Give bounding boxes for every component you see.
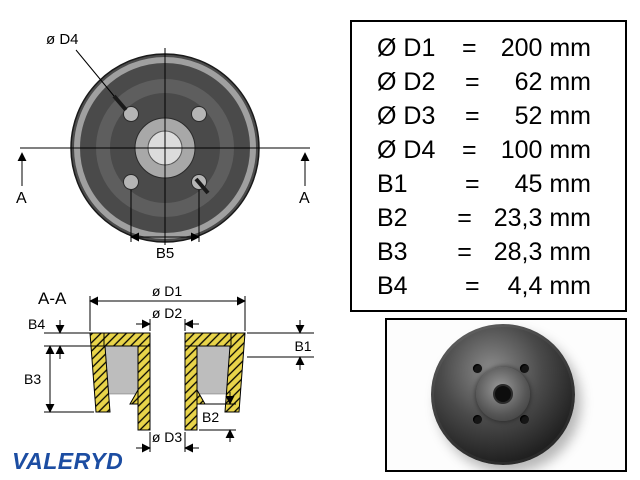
dimension-label: Ø D4 [377,135,436,164]
b2-label: B2 [202,409,219,425]
hub-wall-left-cut [137,345,151,431]
b5-dimension: B5 [130,190,200,262]
dimension-value: 28,3 mm [493,237,591,266]
equals-sign: = [465,67,480,96]
dimension-label: Ø D2 [377,67,436,96]
hub-bore-opening [150,333,185,430]
dimension-value: 52 mm [514,101,591,130]
equals-sign: = [462,33,477,62]
bolt-hole-photo [473,415,482,424]
brake-drum-photo [431,324,575,465]
table-row: Ø D2 = 62 mm [377,65,591,99]
d4-leader: ø D4 [46,31,210,195]
section-marker-a-right: A [299,190,310,207]
dimension-value: 62 mm [514,67,591,96]
table-row: B2 = 23,3 mm [377,201,591,235]
bolt-hole-photo [473,364,482,373]
dimension-label: Ø D3 [377,101,436,130]
dimension-value: 45 mm [514,169,591,198]
dimension-label: B3 [377,237,408,266]
d3-label: ø D3 [152,429,183,445]
bolt-hole-photo [520,364,529,373]
equals-sign: = [457,203,472,232]
section-title: A-A [38,289,67,308]
dimension-label: B4 [377,271,408,300]
section-geometry [89,332,246,431]
table-row: B3 = 28,3 mm [377,235,591,269]
table-row: Ø D4 = 100 mm [377,133,591,167]
dimension-label: Ø D1 [377,33,436,62]
equals-sign: = [465,169,480,198]
b4-label: B4 [28,316,45,332]
b4-dimension: B4 [28,316,104,359]
b3-label: B3 [24,371,41,387]
table-row: B4 = 4,4 mm [377,269,591,303]
hub-wall-right-cut [184,345,198,431]
flange-left-cut [103,332,151,347]
d2-label: ø D2 [152,305,183,321]
hub-collar-left [129,388,139,405]
dimension-value: 100 mm [500,135,591,164]
b3-dimension: B3 [24,345,94,413]
equals-sign: = [457,237,472,266]
valeryd-logo: VALERYD [12,448,124,474]
d4-arrow-mark [194,177,210,195]
d2-dimension: ø D2 [136,305,199,331]
centerlines [20,48,310,245]
section-marker-a-left: A [16,190,27,207]
b1-label: B1 [294,338,311,354]
b2-dimension: B2 [199,392,236,442]
dimension-value: 4,4 mm [507,271,591,300]
drum-front-view-drawing: ø D4 A A B5 [16,31,310,262]
table-row: B1 = 45 mm [377,167,591,201]
d1-label: ø D1 [152,283,183,299]
d4-arrow-mark [112,94,128,112]
product-photo-panel [385,318,627,472]
dimension-label: B2 [377,203,408,232]
d1-dimension: ø D1 [89,283,246,331]
equals-sign: = [465,101,480,130]
dimension-value: 23,3 mm [493,203,591,232]
b5-label: B5 [156,245,174,262]
bolt-hole-photo [520,415,529,424]
drum-wall-left-cut [89,332,111,413]
bolt-hole [123,174,139,190]
bolt-hole [191,106,207,122]
b1-dimension: B1 [247,320,314,370]
dimension-label: B1 [377,169,408,198]
equals-sign: = [462,135,477,164]
equals-sign: = [465,271,480,300]
section-cut-markers: A A [16,152,310,207]
table-row: Ø D1 = 200 mm [377,31,591,65]
d4-label: ø D4 [46,31,79,48]
drum-section-view-drawing: A-A ø D1 ø D2 B4 B3 [24,283,314,453]
hub-photo [476,367,530,421]
center-hole-photo [493,384,513,404]
dimension-table: Ø D1 = 200 mm Ø D2 = 62 mm Ø D3 = 52 mm … [350,20,627,312]
flange-right-cut [184,332,232,347]
table-row: Ø D3 = 52 mm [377,99,591,133]
dimension-value: 200 mm [500,33,591,62]
bolt-hole [123,106,139,122]
d3-dimension: ø D3 [136,429,199,453]
